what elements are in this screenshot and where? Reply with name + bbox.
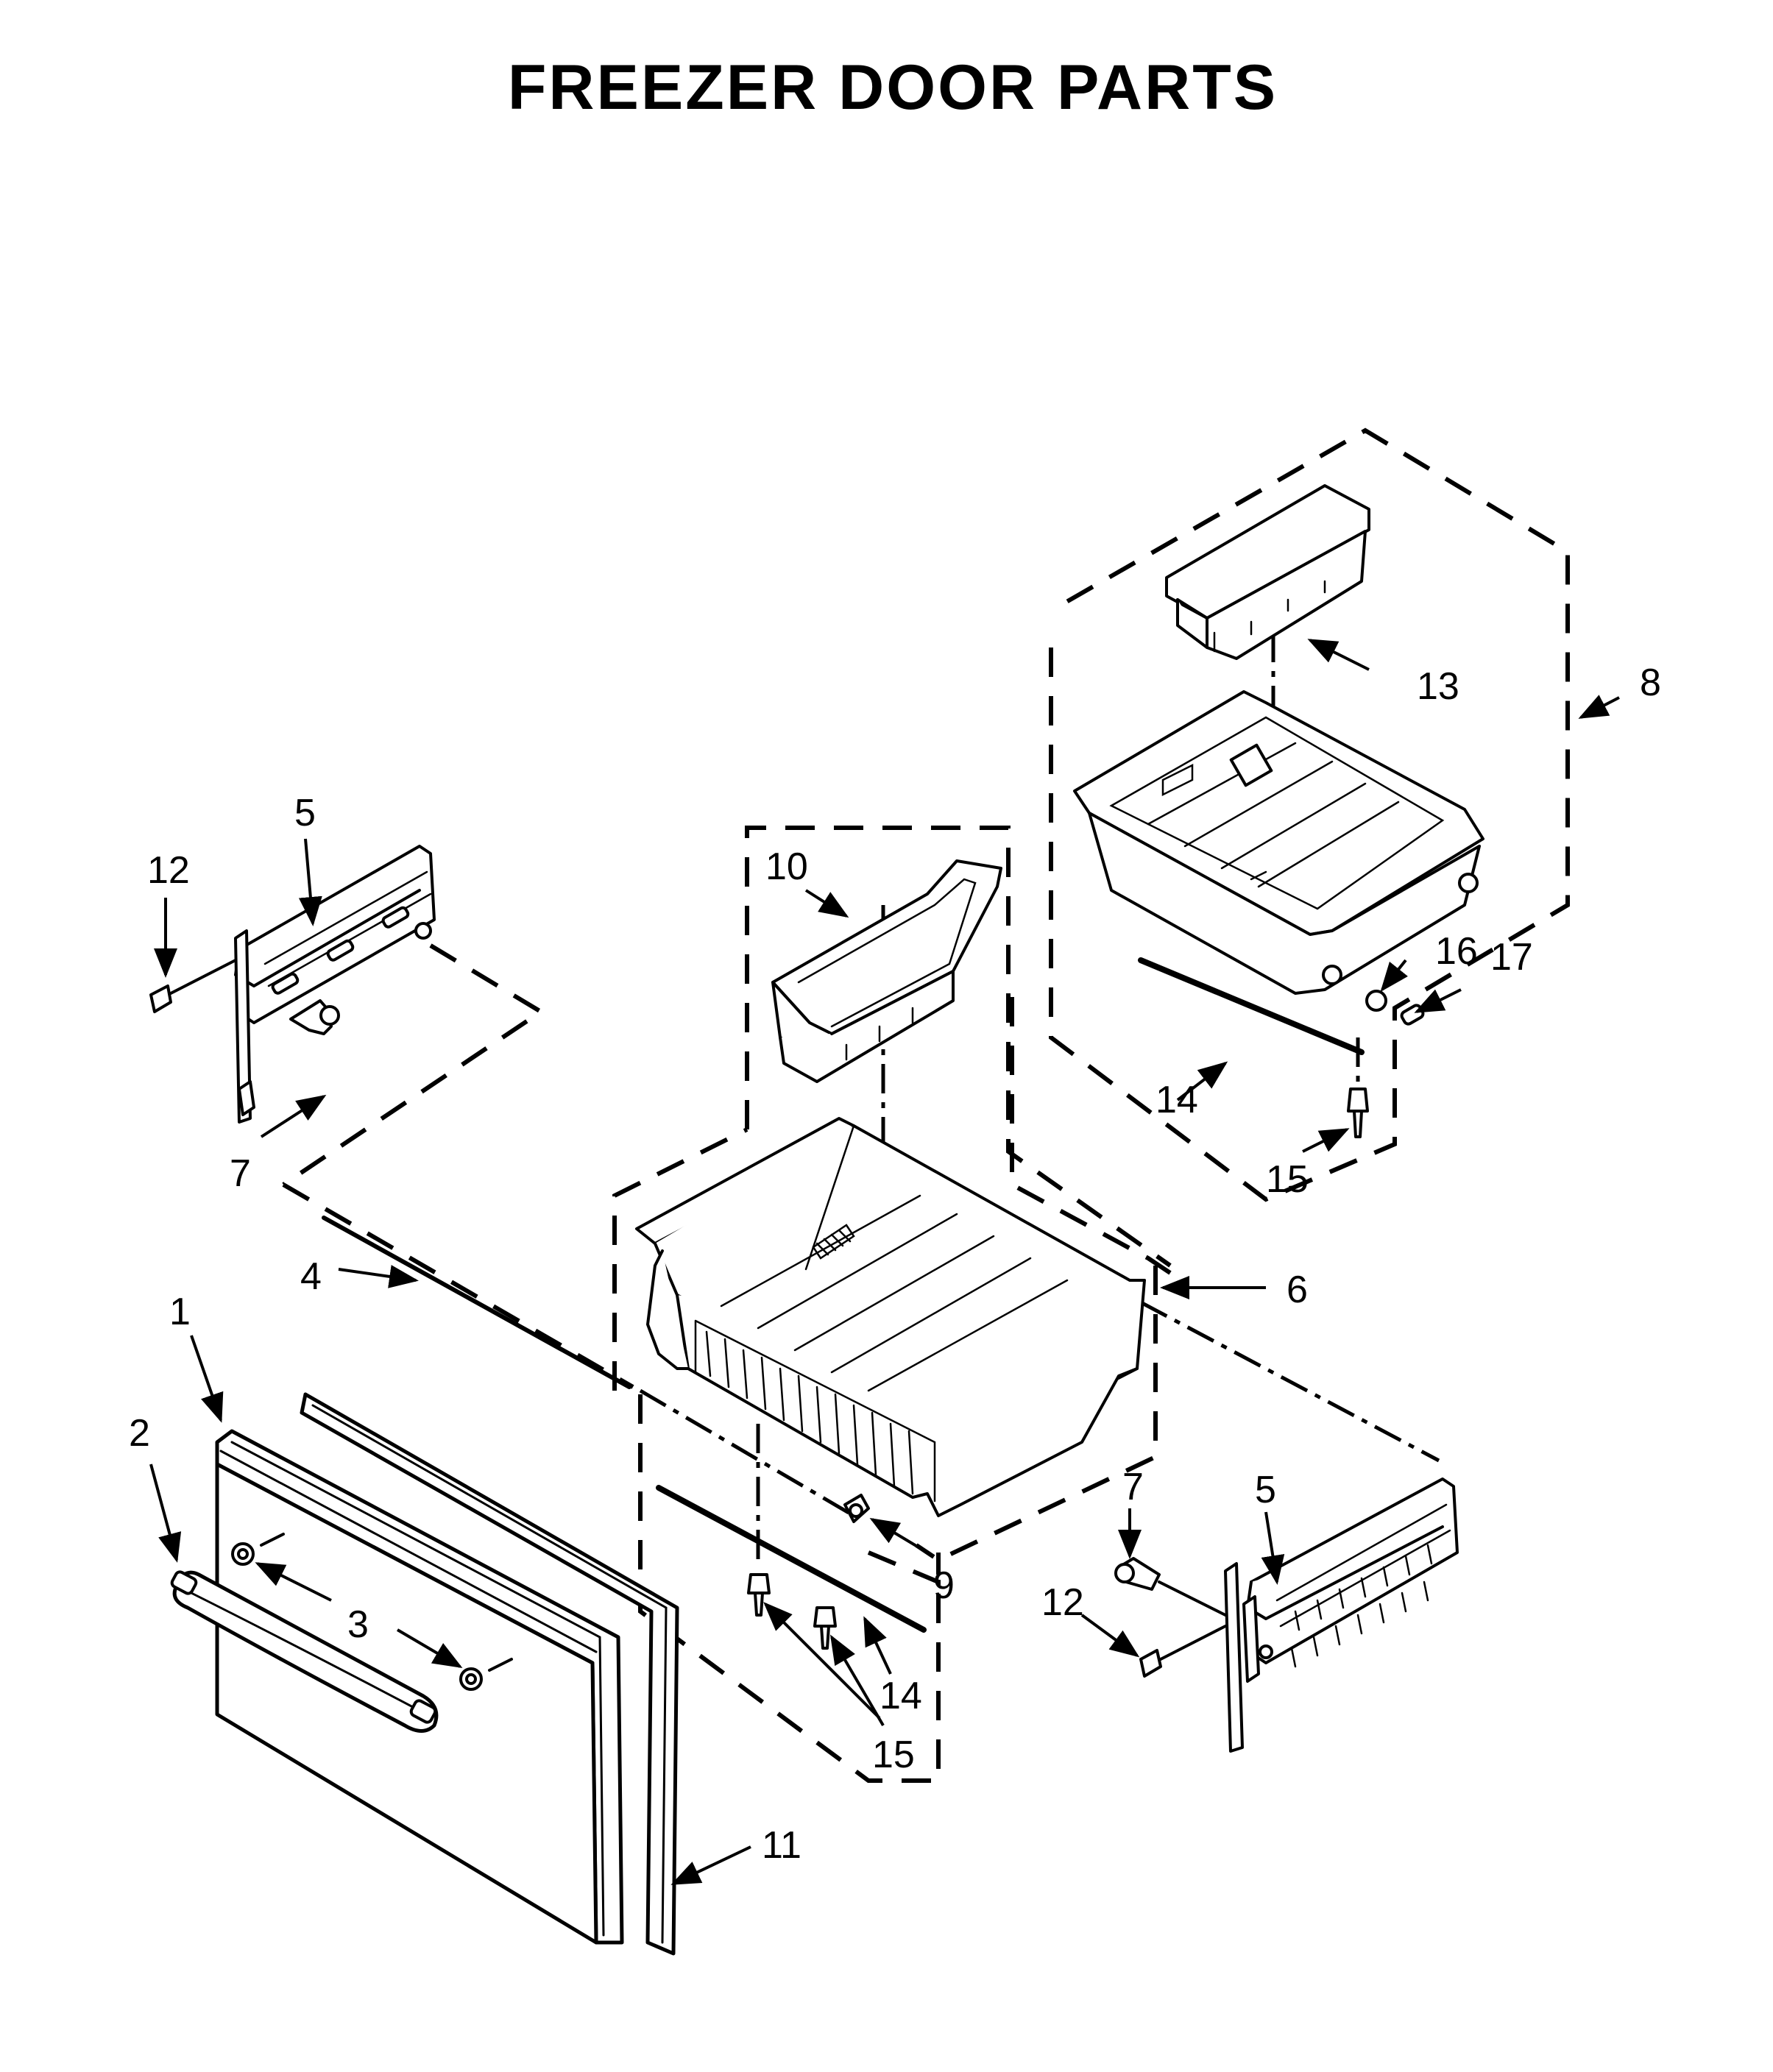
leader-7-left <box>260 1094 327 1138</box>
leader-15-lower-a <box>763 1602 881 1720</box>
leader-15-upper <box>1302 1128 1350 1153</box>
callout-1: 1 <box>169 1291 191 1333</box>
lower-drawer-base-outline <box>867 1550 941 1586</box>
left-slide-rail <box>234 845 436 1124</box>
callout-8: 8 <box>1640 661 1661 704</box>
upper-basket-assembly-outline <box>1049 427 1570 1202</box>
callout-3: 3 <box>347 1603 369 1646</box>
callout-7-right: 7 <box>1122 1466 1144 1508</box>
leader-5-left <box>298 838 322 926</box>
leader-13 <box>1307 639 1370 671</box>
callout-5-left: 5 <box>294 792 316 834</box>
callout-2: 2 <box>129 1412 150 1455</box>
left-rail-screw <box>289 999 340 1035</box>
end-cap <box>1400 1004 1425 1026</box>
freezer-door-panel <box>215 1429 624 1945</box>
callout-10: 10 <box>765 845 808 888</box>
upper-screw <box>1347 1088 1369 1138</box>
upper-slide-rod <box>1138 957 1365 1055</box>
leader-8 <box>1578 695 1620 719</box>
callout-4: 4 <box>300 1255 322 1298</box>
callout-12-right: 12 <box>1041 1581 1084 1624</box>
upper-small-bin <box>1165 484 1370 660</box>
right-rail-screw <box>1114 1557 1227 1617</box>
callout-14-upper: 14 <box>1156 1079 1198 1121</box>
handle-screw-lower <box>459 1658 513 1691</box>
door-gasket-inner <box>311 1404 668 1944</box>
left-rail-connector <box>282 1182 634 1389</box>
leader-14-upper <box>1176 1061 1228 1101</box>
callout-13: 13 <box>1417 665 1459 708</box>
leader-3-lower <box>396 1628 463 1669</box>
callout-15-lower: 15 <box>872 1734 915 1776</box>
leader-10 <box>804 889 849 918</box>
leader-17 <box>1414 988 1462 1013</box>
leader-15-lower-b <box>829 1634 885 1727</box>
lower-drawer <box>635 1117 1146 1517</box>
upper-basket-lower-outline <box>1010 997 1172 1275</box>
divider-bin-outline <box>745 826 1172 1268</box>
leader-12-right <box>1080 1614 1140 1658</box>
diagram-title: FREEZER DOOR PARTS <box>508 52 1278 123</box>
drawer-stop-knob <box>843 1494 870 1523</box>
right-slide-rail <box>1224 1477 1459 1753</box>
callout-7-left: 7 <box>230 1152 251 1195</box>
leader-16 <box>1380 959 1408 993</box>
leader-4 <box>338 1265 419 1288</box>
leader-3-upper <box>255 1562 332 1602</box>
callout-17: 17 <box>1490 936 1533 979</box>
divider-bin <box>771 859 1002 1083</box>
lower-screw-right <box>813 1606 837 1650</box>
callout-11: 11 <box>762 1824 801 1867</box>
callout-6: 6 <box>1287 1269 1308 1311</box>
lower-drawer-bottom-outline <box>638 1394 941 1783</box>
callout-9: 9 <box>933 1564 955 1607</box>
leader-11 <box>670 1845 751 1885</box>
left-rail-clip <box>149 959 237 1013</box>
callout-14-lower: 14 <box>880 1675 922 1717</box>
leader-5-right <box>1261 1511 1285 1585</box>
handle-screw-upper <box>231 1533 285 1566</box>
lower-slide-rod <box>656 1485 927 1633</box>
centerline-right-rail <box>1139 1300 1440 1463</box>
lower-screw-left <box>747 1573 771 1617</box>
door-tie-rod <box>322 1216 631 1389</box>
callout-16: 16 <box>1435 930 1478 973</box>
door-handle <box>170 1570 439 1733</box>
centerline-left-rail <box>639 1388 855 1518</box>
right-rail-clip <box>1139 1625 1227 1678</box>
leader-2 <box>149 1463 182 1563</box>
callout-15-upper: 15 <box>1266 1158 1309 1201</box>
leader-14-lower <box>863 1616 892 1675</box>
leader-1 <box>190 1335 224 1423</box>
washer <box>1365 990 1387 1012</box>
leader-9 <box>869 1517 929 1554</box>
callout-12-left: 12 <box>147 849 190 892</box>
upper-basket <box>1073 690 1484 995</box>
lower-drawer-outline <box>612 1127 749 1391</box>
callout-5-right: 5 <box>1255 1469 1276 1511</box>
